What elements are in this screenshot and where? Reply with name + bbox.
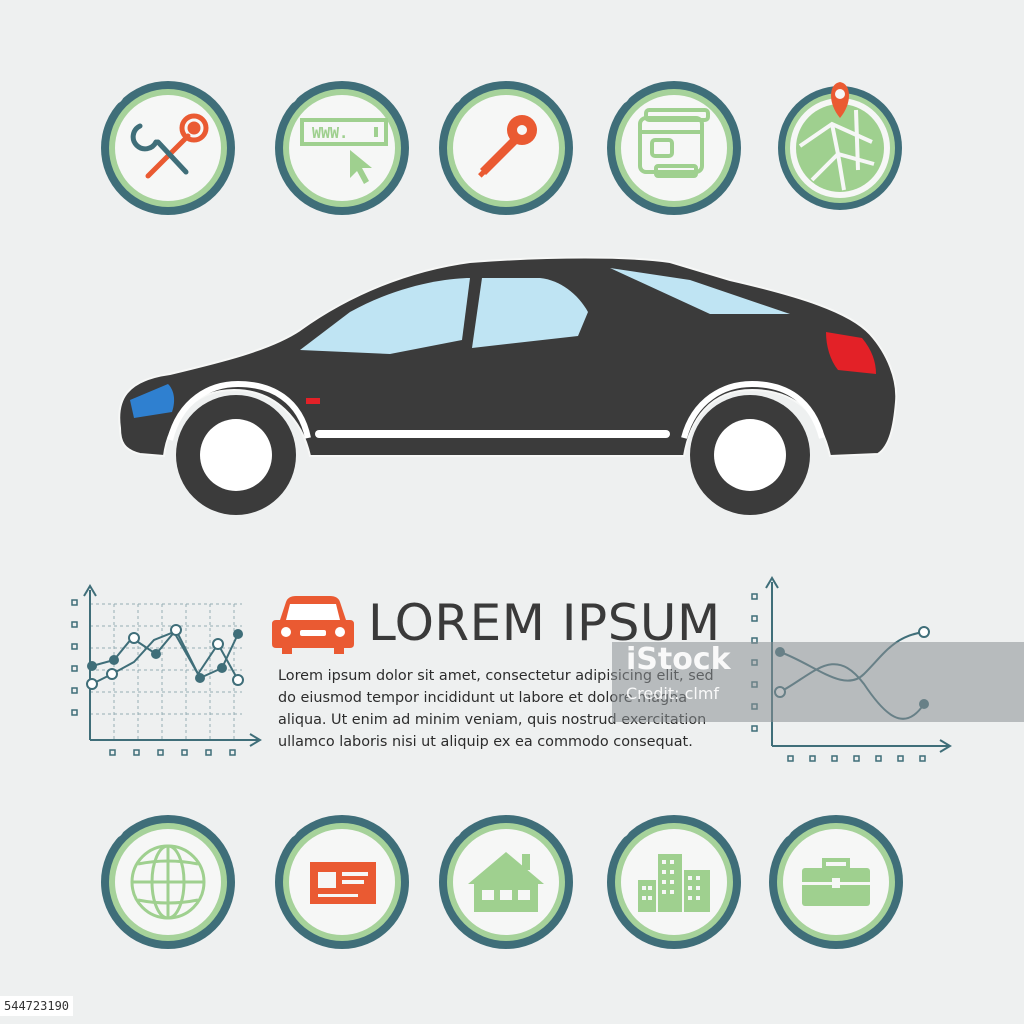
stock-image-id: 544723190 <box>0 996 74 1016</box>
front-wheel <box>176 395 296 515</box>
id-card-icon <box>310 862 376 904</box>
taillight <box>826 332 876 374</box>
watermark-title: iStock <box>626 642 731 677</box>
map-pin-icon <box>831 82 849 118</box>
car-front-icon <box>272 596 354 654</box>
stock-watermark: iStock Credit: clmf <box>612 642 1024 722</box>
watermark-credit: Credit: clmf <box>626 684 720 703</box>
rear-wheel <box>690 395 810 515</box>
headlight <box>130 384 175 418</box>
globe-icon <box>130 844 206 920</box>
map-icon <box>796 104 884 192</box>
car-rear-window <box>472 278 588 348</box>
car-front-window <box>300 278 470 354</box>
id-card-badge <box>274 814 410 950</box>
side-marker <box>306 398 320 404</box>
briefcase-badge <box>768 814 904 950</box>
map-badge <box>772 80 908 216</box>
side-trim <box>315 430 670 438</box>
rear-wheel-arch <box>681 380 825 439</box>
left-line-chart <box>62 582 268 760</box>
car-back-glass <box>610 268 790 314</box>
briefcase-icon <box>802 858 870 906</box>
buildings-icon <box>638 854 710 912</box>
wallet-icon <box>638 108 710 178</box>
website-badge: WWW. <box>274 80 410 216</box>
globe-badge <box>100 814 236 950</box>
svg-text:WWW.: WWW. <box>312 124 348 142</box>
house-badge <box>438 814 574 950</box>
body-paragraph: Lorem ipsum dolor sit amet, consectetur … <box>278 668 714 750</box>
wrench-icon <box>130 113 209 179</box>
wrench-badge <box>100 80 236 216</box>
key-badge <box>438 80 574 216</box>
buildings-badge <box>606 814 742 950</box>
front-wheel-arch <box>167 380 311 441</box>
www-cursor-icon: WWW. <box>300 118 388 184</box>
wallet-badge <box>606 80 742 216</box>
house-icon <box>468 852 544 912</box>
key-icon <box>478 115 537 178</box>
car-illustration <box>110 250 900 525</box>
